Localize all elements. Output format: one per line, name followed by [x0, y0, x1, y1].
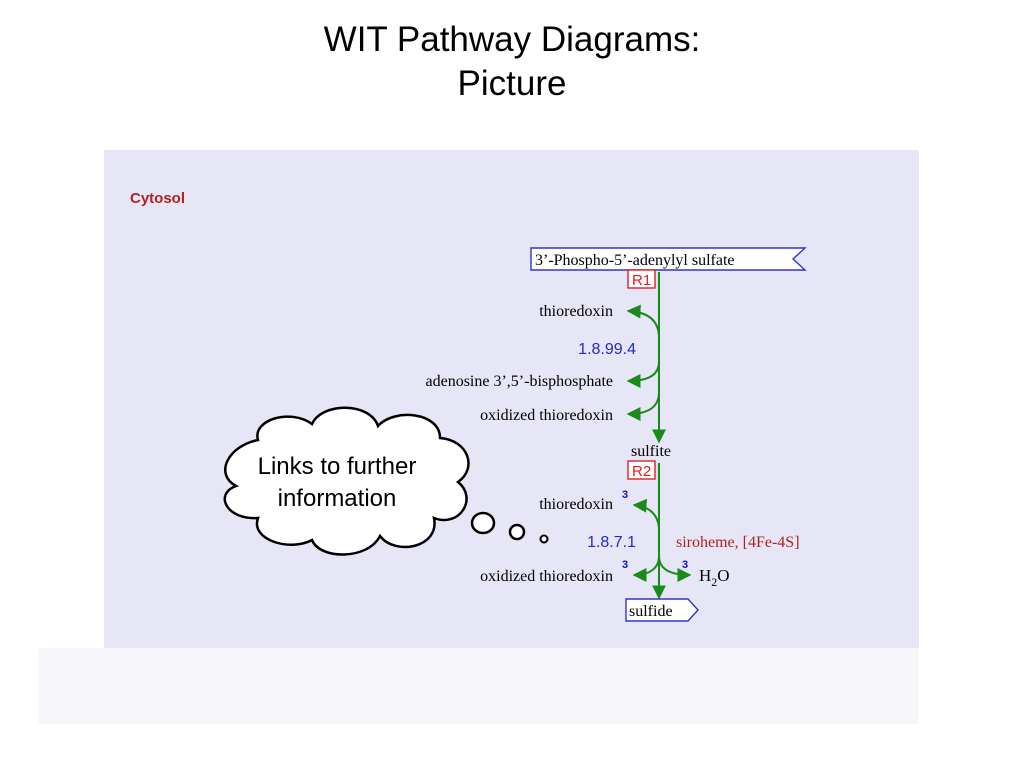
compound-start-link[interactable]: 3’-Phospho-5’-adenylyl sulfate [535, 252, 735, 269]
compound-box-start[interactable] [530, 247, 807, 271]
slide-title-line-1: WIT Pathway Diagrams: [323, 20, 701, 59]
r2-arc-oxidized [632, 555, 660, 582]
callout-tail-dot-2 [508, 523, 526, 541]
r2-stoich-oxidized: 3 [622, 559, 628, 571]
r1-arc-bisphosphate [626, 361, 660, 388]
diagram-panel-footer [38, 648, 919, 724]
reaction-badge-r2[interactable]: R2 [632, 463, 651, 480]
compound-end-link[interactable]: sulfide [629, 603, 673, 620]
reaction-badge-r1-box[interactable] [627, 269, 656, 289]
callout-tail-dot-1 [470, 511, 496, 535]
callout-cloud [223, 406, 470, 556]
compound-box-end[interactable] [625, 598, 699, 622]
slide-title-line-2: Picture [457, 64, 567, 103]
r2-substrate-thioredoxin[interactable]: thioredoxin [539, 496, 613, 513]
r2-stoich-thioredoxin: 3 [622, 489, 628, 501]
reaction-badge-r1[interactable]: R1 [632, 272, 651, 289]
r2-cofactor[interactable]: siroheme, [4Fe-4S] [676, 534, 800, 551]
compartment-label: Cytosol [130, 190, 185, 207]
callout-tail-dot-3 [539, 534, 549, 544]
r1-arc-oxidized [626, 391, 660, 421]
r1-product-oxidized-thioredoxin[interactable]: oxidized thioredoxin [480, 407, 613, 424]
r2-side-product-water[interactable]: H2O [699, 566, 730, 589]
r2-product-oxidized-thioredoxin[interactable]: oxidized thioredoxin [480, 568, 613, 585]
r2-arc-water [658, 555, 692, 582]
compound-middle-link[interactable]: sulfite [631, 443, 671, 460]
callout-text-line-2: information [278, 485, 397, 512]
r1-arc-thioredoxin [626, 304, 660, 339]
r2-stoich-water: 3 [682, 559, 688, 571]
reaction-badge-r2-box[interactable] [627, 460, 656, 480]
callout-text-line-1: Links to further [258, 453, 417, 480]
r2-ec-number[interactable]: 1.8.7.1 [587, 534, 636, 551]
r1-substrate-thioredoxin[interactable]: thioredoxin [539, 303, 613, 320]
slide-title: WIT Pathway Diagrams: Picture [0, 18, 1024, 106]
r1-product-bisphosphate[interactable]: adenosine 3’,5’-bisphosphate [425, 373, 613, 390]
r1-ec-number[interactable]: 1.8.99.4 [578, 341, 636, 358]
diagram-panel [104, 150, 919, 648]
r2-arc-thioredoxin [632, 498, 660, 531]
